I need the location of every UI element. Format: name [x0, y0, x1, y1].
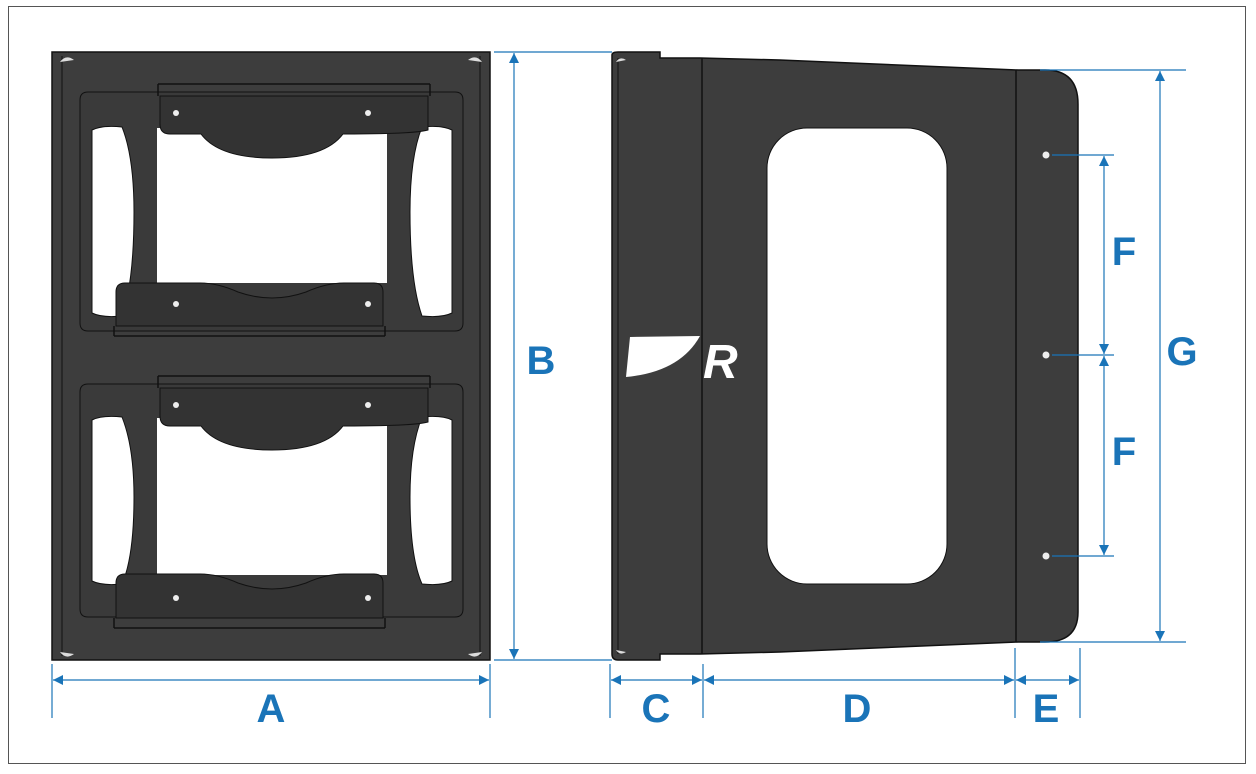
front-view-bracket — [51, 51, 491, 661]
dimension-label-e: E — [1032, 687, 1060, 731]
dimension-lines — [51, 51, 1186, 718]
dimension-label-f-upper: F — [1111, 230, 1137, 274]
brand-logo-icon: R — [626, 336, 738, 389]
diagram-frame — [8, 6, 1246, 764]
dimension-label-b: B — [526, 339, 556, 383]
brand-logo-text: R — [703, 336, 738, 389]
dimension-label-g: G — [1166, 330, 1198, 374]
dimension-label-d: D — [842, 687, 872, 731]
dimension-label-c: C — [641, 687, 671, 731]
upper-cradle — [79, 83, 464, 337]
side-view-bracket: R — [611, 51, 1079, 661]
lower-cradle — [79, 375, 464, 629]
dimension-label-f-lower: F — [1111, 430, 1137, 474]
dimension-label-a: A — [256, 687, 286, 731]
